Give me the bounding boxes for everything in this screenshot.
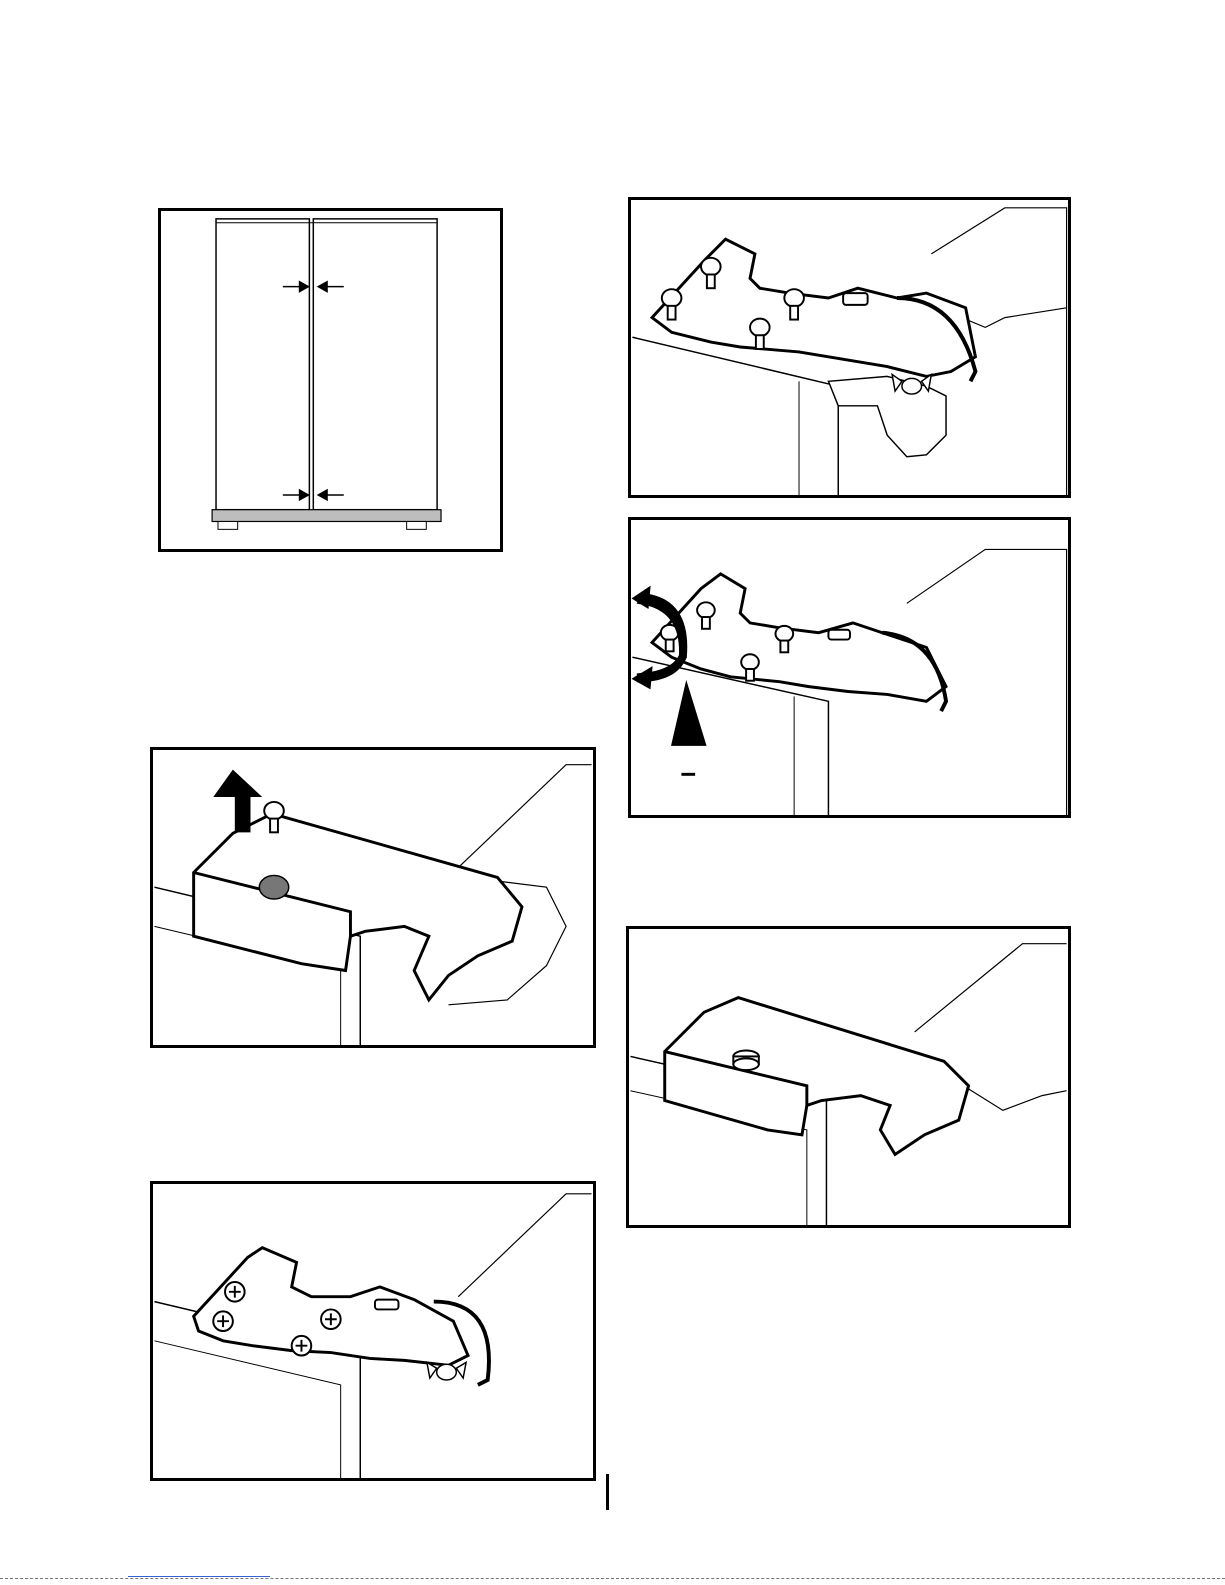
footer-divider: [0, 1578, 1225, 1580]
fig-hinge-plate-flat: [150, 1181, 596, 1481]
page-number-mark: [606, 1474, 609, 1510]
hinge-cover-remove-illustration: [153, 750, 593, 1045]
hinge-screws-illustration: [631, 200, 1068, 495]
fig-hinge-cover-remove: [150, 747, 596, 1048]
footer-link-underline: [128, 1576, 270, 1577]
fig-hinge-cover-installed: [626, 926, 1071, 1228]
fig-fridge-front: [158, 208, 503, 552]
fig-hinge-screws: [628, 197, 1071, 498]
fig-hinge-rotate: [628, 517, 1071, 818]
hinge-cover-installed-illustration: [629, 929, 1068, 1225]
fridge-front-illustration: [161, 211, 500, 549]
hinge-rotate-illustration: [631, 520, 1068, 815]
hinge-plate-flat-illustration: [153, 1184, 593, 1478]
plug-icon: [733, 1051, 758, 1071]
plug-icon: [259, 875, 288, 899]
